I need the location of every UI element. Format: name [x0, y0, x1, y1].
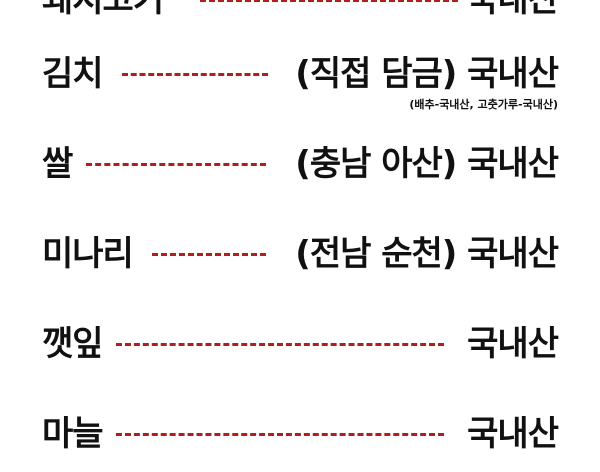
origin-label: 국내산	[467, 0, 559, 20]
dotted-leader	[122, 73, 268, 76]
item-name: 김치	[42, 54, 104, 94]
dotted-leader	[116, 343, 444, 346]
origin-row-rice: 쌀 (충남 아산) 국내산	[0, 142, 600, 202]
item-name: 돼지고기	[42, 0, 164, 20]
origin-label: (전남 순천) 국내산	[295, 234, 559, 274]
origin-row-pork: 돼지고기 국내산	[0, 0, 600, 38]
origin-row-minari: 미나리 (전남 순천) 국내산	[0, 232, 600, 292]
dotted-leader	[200, 0, 458, 2]
dotted-leader	[116, 433, 444, 436]
item-name: 미나리	[42, 234, 134, 274]
origin-label: 국내산	[467, 324, 559, 364]
origin-label: (직접 담금) 국내산	[295, 54, 559, 94]
origin-label: 국내산	[467, 414, 559, 454]
origin-row-garlic: 마늘 국내산	[0, 412, 600, 472]
item-name: 쌀	[42, 144, 73, 184]
origin-row-kimchi: 김치 (직접 담금) 국내산 (배추-국내산, 고춧가루-국내산)	[0, 52, 600, 112]
item-name: 마늘	[42, 414, 104, 454]
dotted-leader	[86, 163, 266, 166]
origin-label: (충남 아산) 국내산	[295, 144, 559, 184]
dotted-leader	[152, 253, 266, 256]
item-name: 깻잎	[42, 324, 104, 364]
origin-note: (배추-국내산, 고춧가루-국내산)	[409, 98, 558, 111]
origin-row-perilla: 깻잎 국내산	[0, 322, 600, 382]
